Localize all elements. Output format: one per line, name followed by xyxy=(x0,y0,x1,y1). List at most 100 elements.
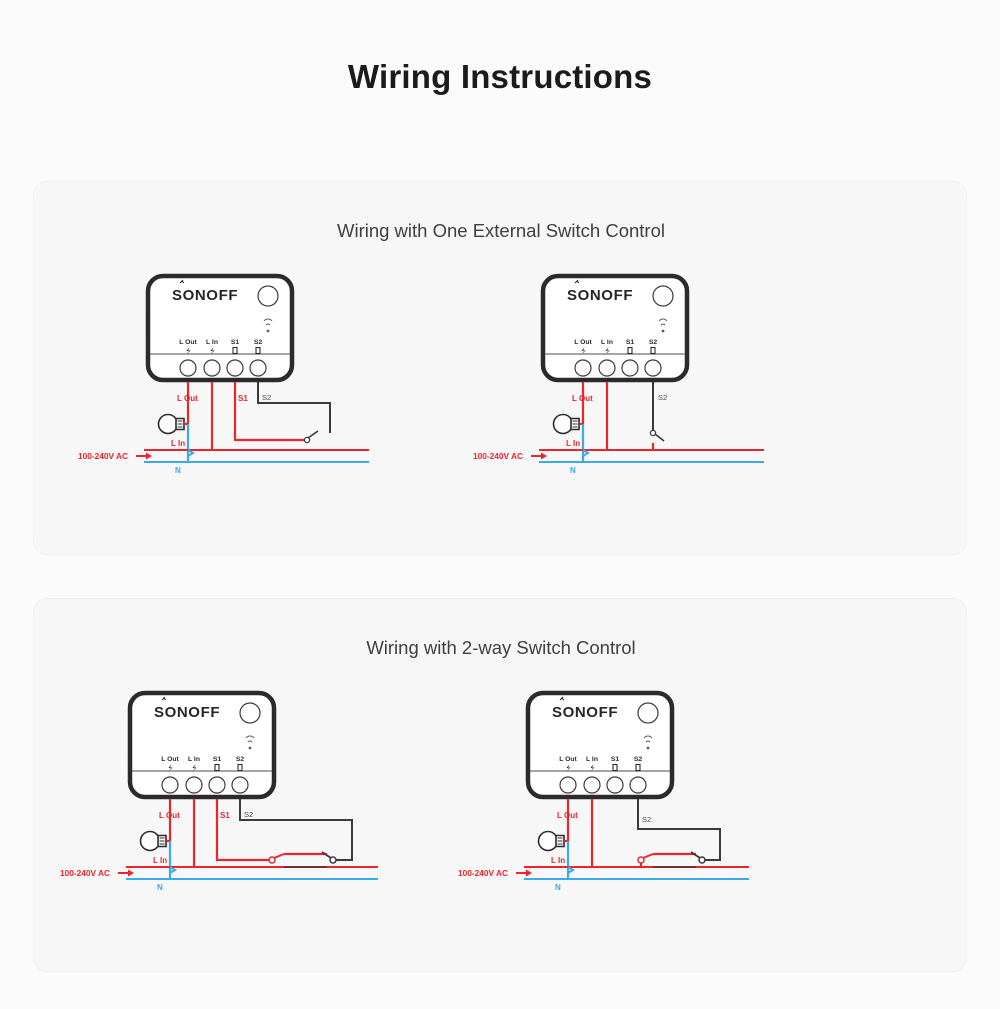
brand-logo-text: SONOFF xyxy=(552,704,618,721)
wire-crossover-hop xyxy=(567,866,575,874)
panel-heading: Wiring with One External Switch Control xyxy=(337,220,665,241)
terminal-label-s1: S1 xyxy=(213,756,222,763)
terminal-label-l-in: L In xyxy=(206,339,218,346)
terminal-labels: L Out L In S1 S2 xyxy=(559,756,642,772)
wire-s2 xyxy=(239,799,353,861)
wire-crossover-hop xyxy=(169,866,177,874)
supply-voltage-label: 100-240V AC xyxy=(458,868,508,878)
external-switch-one-way[interactable] xyxy=(649,429,665,442)
wire-label-l-in: L In xyxy=(551,856,565,865)
terminal-label-l-out: L Out xyxy=(574,339,592,346)
power-button-icon[interactable] xyxy=(652,285,674,307)
switch-terminal-icon xyxy=(232,346,238,355)
wire-label-l-out: L Out xyxy=(159,811,180,820)
lightning-bolt-icon xyxy=(168,764,173,772)
wifi-icon xyxy=(245,735,255,750)
wifi-icon xyxy=(658,318,668,333)
diagram-two-way-s1: SONOFF L Out L In S1 S2 xyxy=(60,689,456,904)
terminal-label-s2: S2 xyxy=(649,339,658,346)
terminal-holes xyxy=(574,359,662,377)
lightning-bolt-icon xyxy=(566,764,571,772)
wire-label-n: N xyxy=(555,883,561,892)
lamp-icon xyxy=(157,413,185,435)
wire-s2 xyxy=(257,382,331,433)
brand-logo-text: SONOFF xyxy=(172,287,238,304)
terminal-label-l-out: L Out xyxy=(161,756,179,763)
brand-logo: SONOFF xyxy=(172,279,238,304)
lightning-bolt-icon xyxy=(605,347,610,355)
terminal-label-l-out: L Out xyxy=(179,339,197,346)
wire-s2 xyxy=(637,799,721,861)
brand-logo: SONOFF xyxy=(567,279,633,304)
wire-label-n: N xyxy=(175,466,181,475)
page-title: Wiring Instructions xyxy=(347,58,653,95)
lightning-bolt-icon xyxy=(186,347,191,355)
brand-logo: SONOFF xyxy=(552,696,618,721)
supply-voltage-label: 100-240V AC xyxy=(473,451,523,461)
wire-label-l-in: L In xyxy=(171,439,185,448)
switch-terminal-icon xyxy=(650,346,656,355)
wire-label-s2: S2 xyxy=(262,393,271,402)
lamp-icon xyxy=(537,830,565,852)
wire-label-l-out: L Out xyxy=(557,811,578,820)
panel-two-way-switch: Wiring with 2-way Switch Control SONOFF xyxy=(33,598,967,972)
diagram-one-switch-s2: SONOFF L Out L In S1 S2 xyxy=(473,272,849,487)
lamp-icon xyxy=(552,413,580,435)
panel-heading: Wiring with 2-way Switch Control xyxy=(366,637,636,658)
terminal-label-l-in: L In xyxy=(601,339,613,346)
two-way-switch-right[interactable] xyxy=(690,851,706,864)
lightning-bolt-icon xyxy=(192,764,197,772)
brand-logo-text: SONOFF xyxy=(567,287,633,304)
wire-label-s2: S2 xyxy=(642,815,651,824)
terminal-holes xyxy=(559,776,647,794)
lightning-bolt-icon xyxy=(210,347,215,355)
diagram-one-switch-s1: SONOFF L Out L In S1 S2 xyxy=(78,272,454,487)
wire-label-n: N xyxy=(570,466,576,475)
wire-label-s2: S2 xyxy=(658,393,667,402)
supply-arrow-icon xyxy=(118,869,134,877)
supply-voltage-label: 100-240V AC xyxy=(78,451,128,461)
terminal-label-s1: S1 xyxy=(611,756,620,763)
wire-s1 xyxy=(215,799,272,862)
wire-crossover-hop xyxy=(582,449,590,457)
terminal-label-l-out: L Out xyxy=(559,756,577,763)
two-way-switch-right[interactable] xyxy=(321,851,337,864)
lightning-bolt-icon xyxy=(590,764,595,772)
switch-terminal-icon xyxy=(627,346,633,355)
supply-arrow-icon xyxy=(531,452,547,460)
wire-label-s2: S2 xyxy=(244,810,253,819)
two-way-switch-left[interactable] xyxy=(268,853,285,864)
lightning-bolt-icon xyxy=(581,347,586,355)
panel-one-external-switch: Wiring with One External Switch Control … xyxy=(33,181,967,555)
switch-terminal-icon xyxy=(214,763,220,772)
supply-arrow-icon xyxy=(136,452,152,460)
wire-label-l-in: L In xyxy=(153,856,167,865)
terminal-label-s2: S2 xyxy=(236,756,245,763)
external-switch-one-way[interactable] xyxy=(303,430,319,444)
wire-label-l-out: L Out xyxy=(572,394,593,403)
terminal-labels: L Out L In S1 S2 xyxy=(179,339,262,355)
wifi-icon xyxy=(263,318,273,333)
brand-logo: SONOFF xyxy=(154,696,220,721)
diagram-two-way-s2: SONOFF L Out L In S1 S2 xyxy=(458,689,854,904)
two-way-switch-left[interactable] xyxy=(637,853,654,864)
power-button-icon[interactable] xyxy=(239,702,261,724)
wire-label-s1: S1 xyxy=(220,811,230,820)
switch-terminal-icon xyxy=(612,763,618,772)
power-button-icon[interactable] xyxy=(257,285,279,307)
wire-label-s1: S1 xyxy=(238,394,248,403)
wire-crossover-hop xyxy=(187,449,195,457)
terminal-label-s2: S2 xyxy=(254,339,263,346)
terminal-labels: L Out L In S1 S2 xyxy=(574,339,657,355)
terminal-label-s1: S1 xyxy=(231,339,240,346)
wire-label-l-out: L Out xyxy=(177,394,198,403)
wifi-icon xyxy=(643,735,653,750)
switch-terminal-icon xyxy=(255,346,261,355)
terminal-holes xyxy=(179,359,267,377)
terminal-label-l-in: L In xyxy=(586,756,598,763)
supply-voltage-label: 100-240V AC xyxy=(60,868,110,878)
power-button-icon[interactable] xyxy=(637,702,659,724)
terminal-labels: L Out L In S1 S2 xyxy=(161,756,244,772)
switch-terminal-icon xyxy=(635,763,641,772)
